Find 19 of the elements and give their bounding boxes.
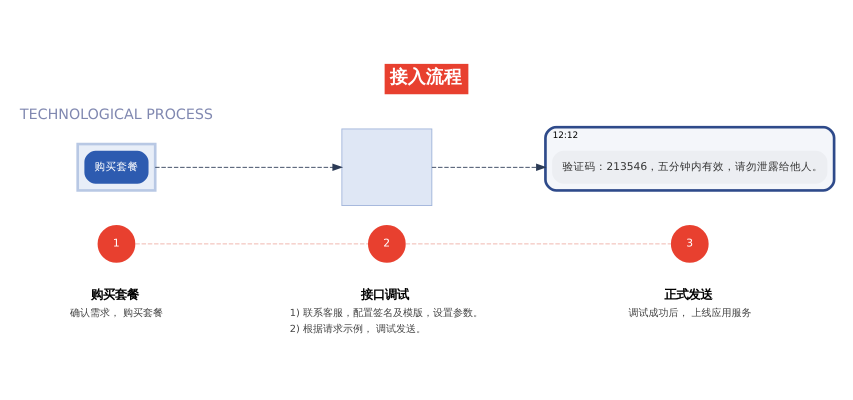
node-label: 调试成功后， 上线应用服务 <box>628 308 752 319</box>
node-label: 接口调试 <box>361 286 410 302</box>
arrow <box>431 164 547 171</box>
node-label: 1) 联系客服，配置签名及模版，设置参数。 <box>290 308 483 319</box>
cluster <box>76 142 157 192</box>
diagram-title: 接入流程 <box>390 66 462 88</box>
node-label: 确认需求， 购买套餐 <box>70 308 164 319</box>
connector <box>405 243 672 244</box>
node-box <box>341 128 432 206</box>
node-circle: 2 <box>368 225 406 263</box>
node-label: 正式发送 <box>664 286 712 302</box>
label: TECHNOLOGICAL PROCESS <box>20 106 213 123</box>
node-box: 购买套餐 <box>84 150 149 184</box>
connector <box>134 243 368 244</box>
node-label: 购买套餐 <box>91 286 140 302</box>
node-circle: 1 <box>98 225 136 263</box>
node-label: 2) 根据请求示例， 调试发送。 <box>290 324 426 335</box>
node-circle: 3 <box>670 225 709 263</box>
arrow <box>154 164 344 171</box>
